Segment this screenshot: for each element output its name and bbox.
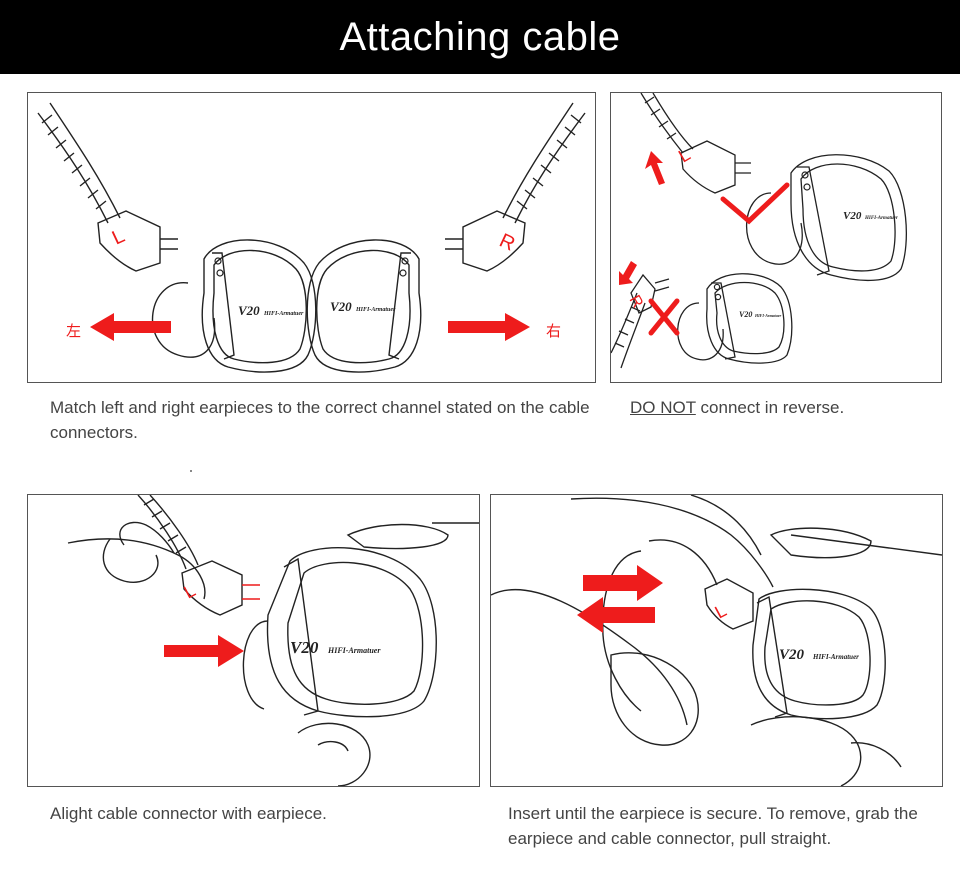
bottom-brand-text: HIFI-Armatuer xyxy=(754,313,782,318)
left-channel-marker: L xyxy=(109,225,128,250)
left-channel-marker: L xyxy=(711,600,729,622)
top-brand-text: HIFI-Armatuer xyxy=(864,216,898,221)
bottom-brand-model: V20 xyxy=(739,310,752,319)
illustration-align-connector: L V20 HIFI-Armatuer xyxy=(67,495,479,786)
right-brand-model: V20 xyxy=(330,299,352,314)
right-brand-text: HIFI-Armatuer xyxy=(355,307,396,313)
caption-align-connector: Alight cable connector with earpiece. xyxy=(50,804,327,823)
panel-match-channels: L R 左 右 V20 HIFI-Armatuer V20 HIFI-Armat… xyxy=(27,92,596,383)
panel-insert-secure: L V20 HIFI-Armatuer xyxy=(490,494,943,787)
illustration-match-channels: L R 左 右 V20 HIFI-Armatuer V20 HIFI-Armat… xyxy=(37,102,586,373)
right-hanzi-label: 右 xyxy=(546,323,561,340)
caption-insert-secure: Insert until the earpiece is secure. To … xyxy=(508,804,918,848)
left-brand-text: HIFI-Armatuer xyxy=(263,311,304,317)
illustration-do-not-reverse: L R V20 HIFI-Armatuer V20 HIFI-Armatuer xyxy=(611,93,908,369)
panel-do-not-reverse: L R V20 HIFI-Armatuer V20 HIFI-Armatuer xyxy=(610,92,942,383)
brand-model: V20 xyxy=(779,647,805,663)
panel-align-connector: L V20 HIFI-Armatuer xyxy=(27,494,480,787)
caption-do-not-reverse: DO NOT connect in reverse. xyxy=(630,395,930,420)
stray-dot xyxy=(190,470,192,472)
caption-emphasis: DO NOT xyxy=(630,398,696,417)
top-brand-model: V20 xyxy=(843,210,862,222)
brand-text: HIFI-Armatuer xyxy=(327,646,381,655)
left-hanzi-label: 左 xyxy=(66,323,81,340)
caption-match-channels: Match left and right earpieces to the co… xyxy=(50,398,590,442)
title-banner: Attaching cable xyxy=(0,0,960,74)
left-channel-marker: L xyxy=(180,580,198,602)
caption-rest: connect in reverse. xyxy=(695,398,845,417)
left-brand-model: V20 xyxy=(238,303,260,318)
brand-text: HIFI-Armatuer xyxy=(812,653,859,661)
page-title: Attaching cable xyxy=(339,14,621,59)
brand-model: V20 xyxy=(290,638,319,657)
illustration-insert-secure: L V20 HIFI-Armatuer xyxy=(491,495,942,786)
